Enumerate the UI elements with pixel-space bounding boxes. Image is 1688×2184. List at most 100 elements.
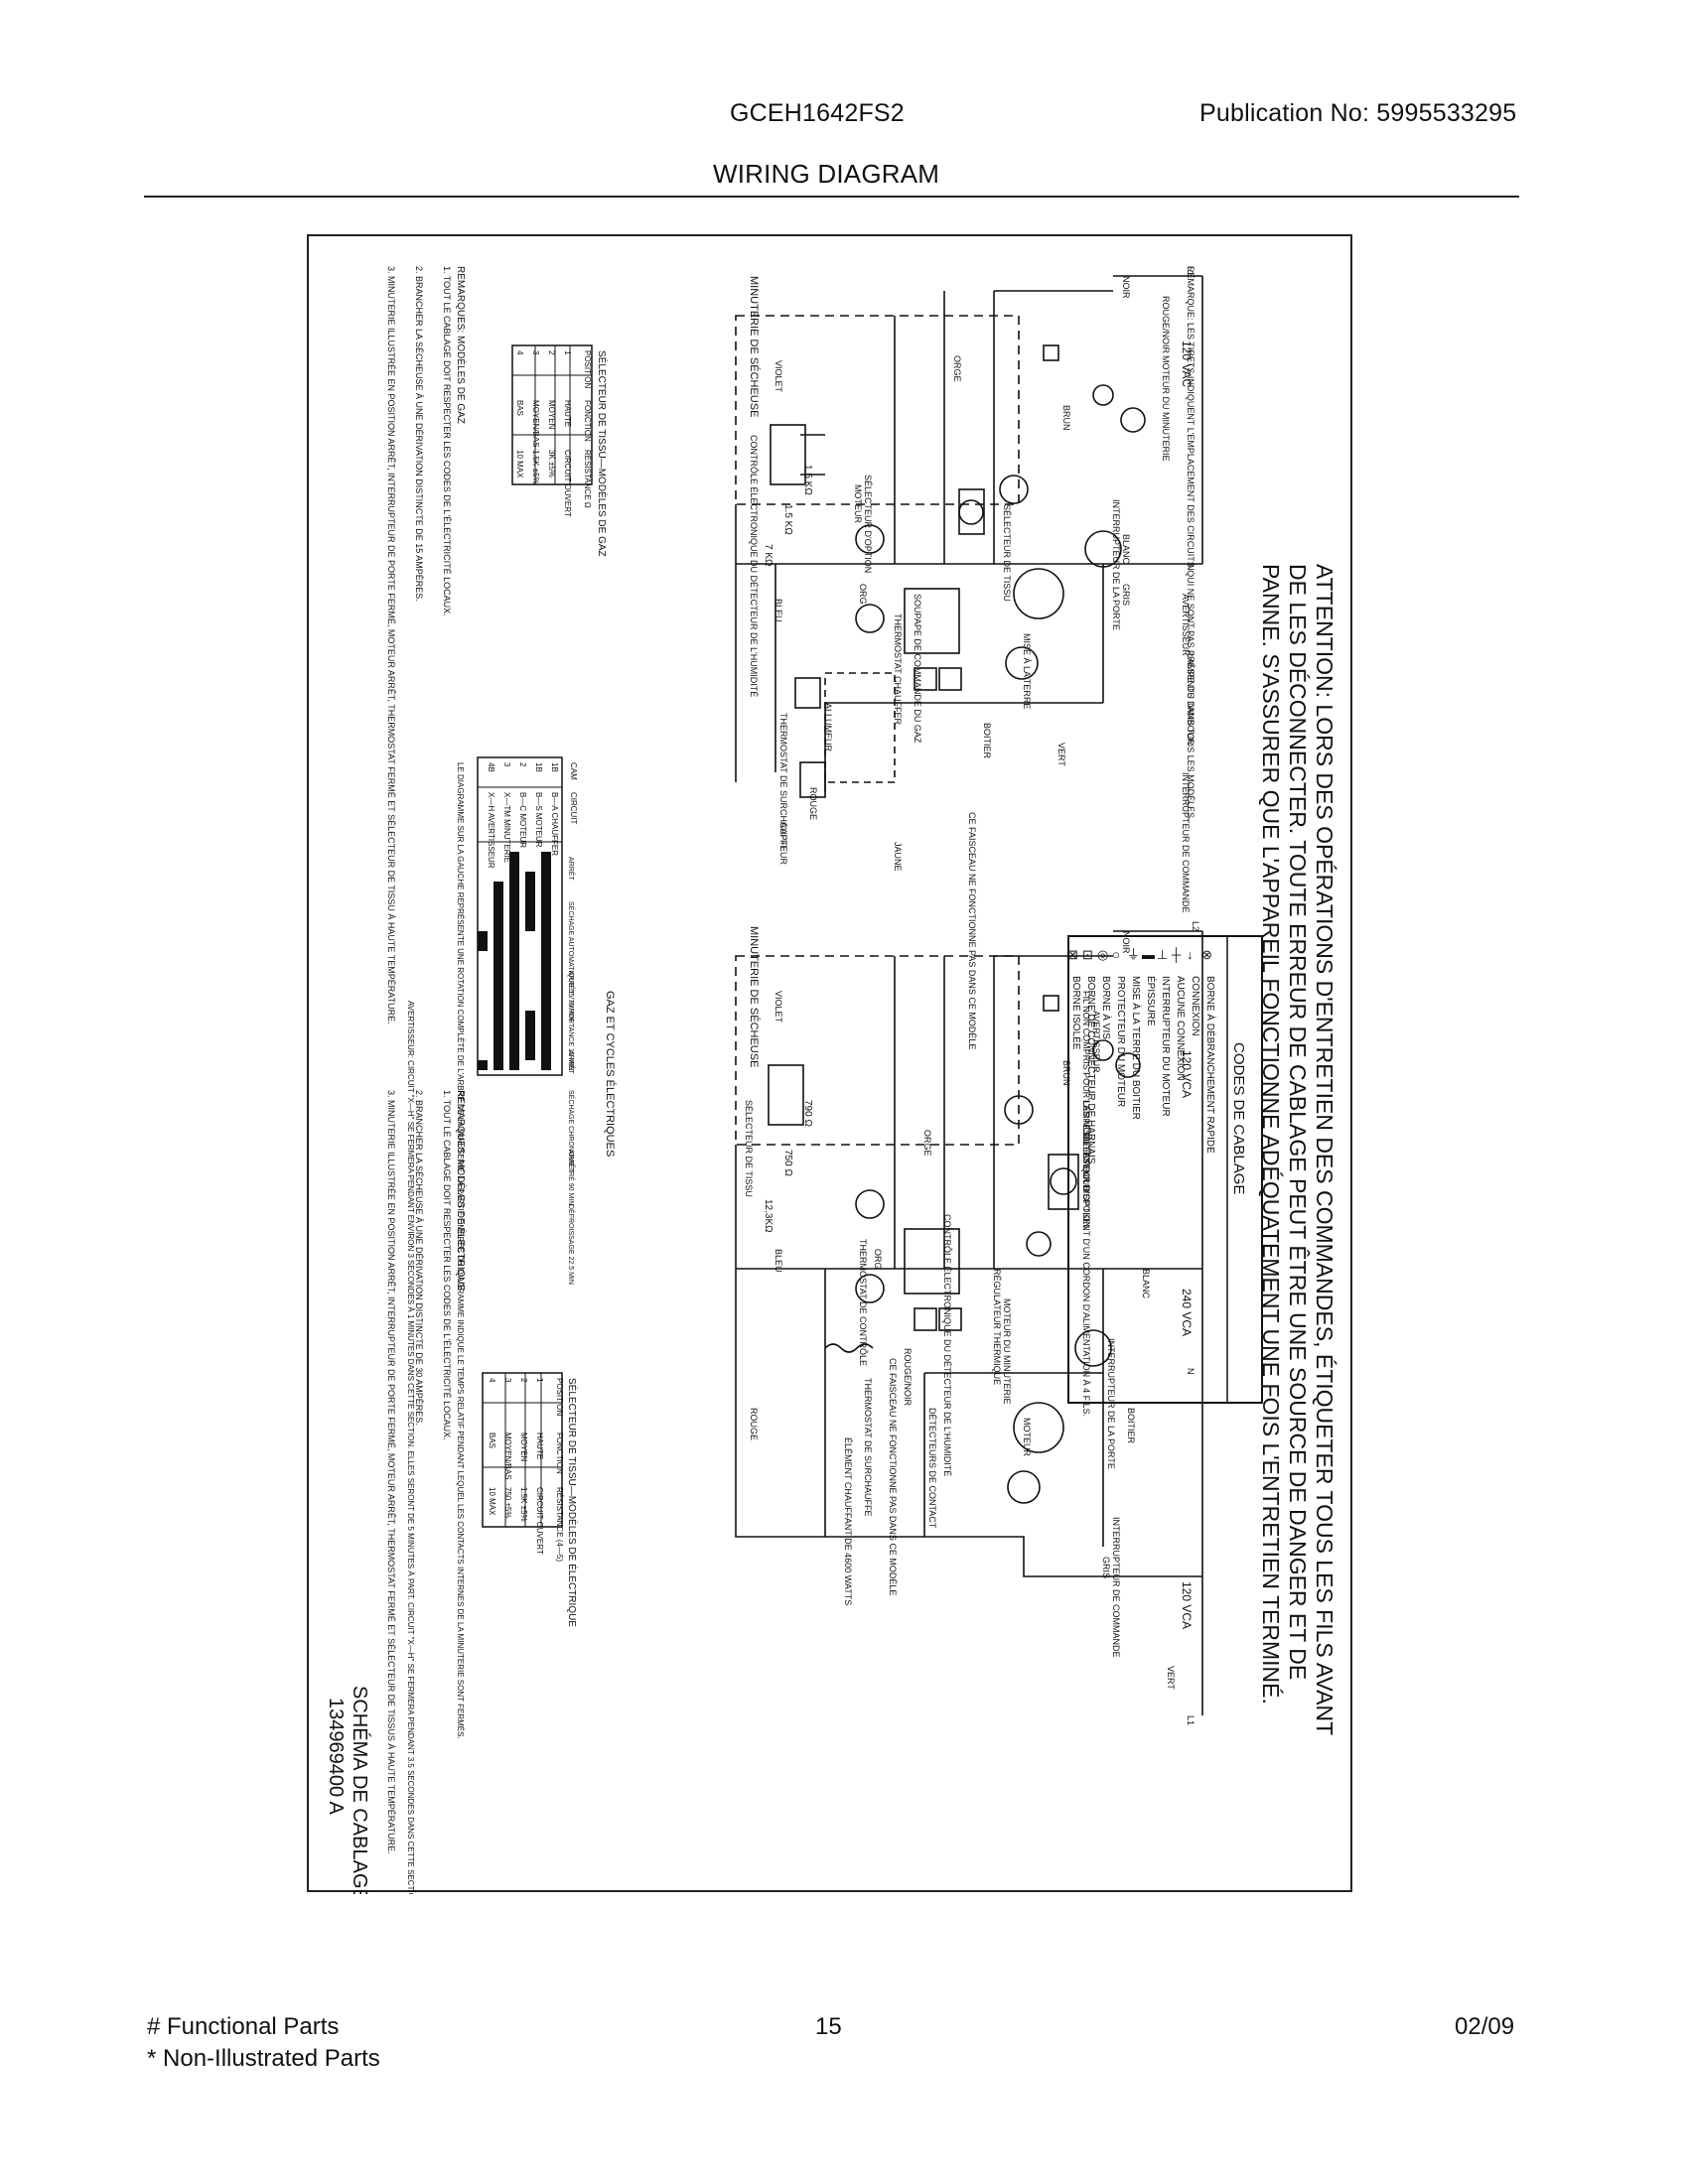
electric-fabric-table-cell: 750 ±5% [503, 1487, 512, 1519]
cam-table-cell: X—TM MINUTERIE [502, 792, 511, 863]
gas-label: ROUGE/NOIR [1161, 296, 1171, 354]
gas-fabric-table-cell: MOYEN [547, 400, 556, 430]
code-symbol-icon: ┼ [1171, 947, 1182, 963]
cam-phase-label: ARRÊT [567, 1050, 576, 1074]
electric-label: MOTEUR [1022, 1418, 1032, 1456]
electric-resistor-value: 12.3KΩ [763, 1199, 774, 1233]
gas-label: SÉLECTEUR DE TISSU [1002, 504, 1012, 602]
electric-resistor-value: 790 Ω [802, 1100, 813, 1127]
cam-phase-label: SÉCHAGE AUTOMATIQUE 55/70 MIN [567, 901, 576, 1022]
gas-resistor-value: 1.5 KΩ [802, 465, 813, 495]
cam-table-cell: B—C MOTEUR [518, 792, 527, 848]
gas-wiring [735, 275, 1203, 798]
gas-label: GRIS [1121, 584, 1131, 606]
electric-voltage-label: 240 VCA [1180, 1289, 1194, 1336]
gas-fabric-table-cell: CIRCUIT OUVERT [563, 450, 572, 517]
non-illustrated-parts-note: * Non-Illustrated Parts [147, 2045, 380, 2072]
cam-table-cell: 3 [502, 762, 511, 767]
electric-label: ORGE [922, 1130, 932, 1157]
gas-fabric-table-cell: BAS [515, 400, 524, 416]
attention-line-1: ATTENTION: LORS DES OPÉRATIONS D'ENTRETI… [1312, 564, 1337, 1735]
gas-label: CONTRÔLE ÉLECTRONIQUE DU DÉTECTEUR DE L'… [749, 435, 759, 697]
gas-fabric-table-cell: HAUTE [563, 400, 572, 427]
gas-fabric-table-cell: 3 [531, 350, 540, 355]
cam-table-cell: 1B [534, 762, 543, 772]
gas-label: MISE À LA TERRE [1022, 633, 1032, 709]
code-symbol-icon: ⏚ [1127, 947, 1140, 962]
gas-timer-note: LE DIAGRAMME SUR LA GAUCHE REPRÉSENTE UN… [406, 762, 465, 1894]
electric-notes-title: REMARQUES: MODÈLES DE ÉLECTRIQUE [455, 1090, 468, 1292]
cam-table-cell: B—S MOTEUR [534, 792, 543, 848]
gas-fabric-table-cell: 3K ±5% [547, 450, 556, 478]
gas-note: 1. TOUT LE CABLAGE DOIT RESPECTER LES CO… [442, 266, 452, 616]
electric-label: VERT [1166, 1666, 1176, 1690]
code-symbol-icon: ○ [1112, 947, 1120, 962]
electric-label: SÉLECTEUR DE TISSU [744, 1100, 754, 1197]
gas-label: INTERRUPTEUR DE LA PORTE [1111, 499, 1121, 630]
electric-note: 2. BRANCHER LA SÉCHEUSE À UNE DÉRIVATION… [414, 1090, 424, 1426]
gas-label: BOITIER [982, 723, 992, 759]
electric-label: DÉTECTEURS DE CONTACT [927, 1408, 937, 1529]
gas-note: 3. MINUTERIE ILLUSTRÉE EN POSITION ARRÊT… [386, 266, 396, 1024]
gas-label: AVERTISSEUR [1181, 594, 1191, 656]
cam-phase-label: ARRÊT [567, 857, 576, 881]
gas-fabric-table-cell: MOYEN/BAS [531, 400, 540, 448]
gas-fabric-table-header: POSITION [583, 350, 592, 388]
gas-fabric-table-header: RÉSISTANCE Ω [583, 450, 592, 508]
model-number: GCEH1642FS2 [730, 99, 905, 127]
electric-label: GRIS [1101, 1557, 1111, 1578]
cam-timing-bar [541, 852, 551, 1070]
gas-label: INTERRUPTEUR DE COMMANDE [1181, 772, 1191, 913]
cam-table-header: CAM [569, 762, 578, 780]
gas-label: CE FAISCEAU NE FONCTIONNE PAS DANS CE MO… [967, 812, 977, 1049]
electric-label: L1 [1186, 1715, 1196, 1725]
cam-table-title: GAZ ET CYCLES ÉLECTRIQUES [604, 991, 617, 1157]
gas-fabric-table-header: FONCTION [583, 400, 592, 442]
electric-fabric-table-cell: 2 [519, 1378, 528, 1383]
cam-phase-label: SÉCHAGE CHRONOMÉTRÉ 90 MIN [567, 1090, 576, 1205]
code-symbol-icon: ⊗ [1201, 947, 1212, 962]
electric-label: THERMOSTAT DE SURCHAUFFE [863, 1378, 873, 1517]
gas-timer-label: MINUTERIE DE SÉCHEUSE [748, 276, 761, 417]
wiring-codes-legend: CODES DE CABLAGE ⊗BORNE À DÉBRANCHEMENT … [1067, 935, 1263, 1404]
cam-timing-bar [525, 872, 535, 931]
cam-table-header: CIRCUIT [569, 792, 578, 825]
electric-label: RÉGULATEUR THERMIQUE [992, 1269, 1002, 1385]
electric-label: FIL NON COMPRIS POUR LES MODÈLES QUI DIS… [1081, 991, 1091, 1417]
code-symbol-icon: ◎ [1097, 947, 1108, 962]
electric-note: 1. TOUT LE CABLAGE DOIT RESPECTER LES CO… [442, 1090, 452, 1440]
gas-fabric-table-cell: 1.5K ±5% [531, 450, 540, 484]
electric-label: ROUGE [749, 1408, 759, 1440]
electric-label: L2 [1191, 921, 1200, 931]
gas-label: SOUPAPE DE COMMANDE DU GAZ [913, 594, 922, 744]
cam-table-cell: 1B [550, 762, 559, 772]
gas-resistor-value: 7 KΩ [763, 544, 774, 567]
code-item: PROTECTEUR DU MOTEUR [1115, 976, 1126, 1107]
cam-timing-bar [478, 931, 488, 951]
code-item: BORNE À VIS [1100, 976, 1113, 1039]
electric-label: INTERRUPTEUR DE COMMANDE [1111, 1517, 1121, 1658]
cam-timing-bar [493, 882, 503, 1070]
code-item: ÉPISSURE [1145, 976, 1158, 1026]
publication-number: Publication No: 5995533295 [1199, 99, 1517, 127]
electric-voltage-label: 120 VCA [1180, 1581, 1194, 1629]
code-symbol-icon: ⊥ [1157, 947, 1168, 962]
cam-phase-label: ARRÊT [567, 1150, 576, 1173]
attention-notice: ATTENTION: LORS DES OPÉRATIONS D'ENTRETI… [1258, 564, 1337, 1735]
gas-label: THERMOSTAT DE SURCHAUFFE [778, 713, 788, 852]
electric-label: NOIR [1121, 931, 1131, 954]
electric-label: BOITIER [1126, 1408, 1136, 1444]
electric-label: MOTEUR DU MINUTERIE [1002, 1298, 1012, 1405]
electric-label: BLANC [1141, 1269, 1151, 1299]
gas-label: BLEU [774, 599, 783, 622]
gas-notes-title: REMARQUES: MODÈLES DE GAZ [455, 266, 468, 424]
gas-label: BLANC [1121, 534, 1131, 565]
gas-label: SÉLECTEUR D'OPTION [863, 475, 873, 573]
electric-label: SÉLECTEUR D'OPTION [1081, 1130, 1091, 1228]
electric-wiring [735, 930, 1203, 1715]
code-item: BORNE DE CONNECTEUR DE HARNAIS [1085, 976, 1096, 1164]
electric-fabric-table-cell: HAUTE [535, 1433, 544, 1459]
code-symbol-icon: ▬ [1142, 947, 1155, 962]
